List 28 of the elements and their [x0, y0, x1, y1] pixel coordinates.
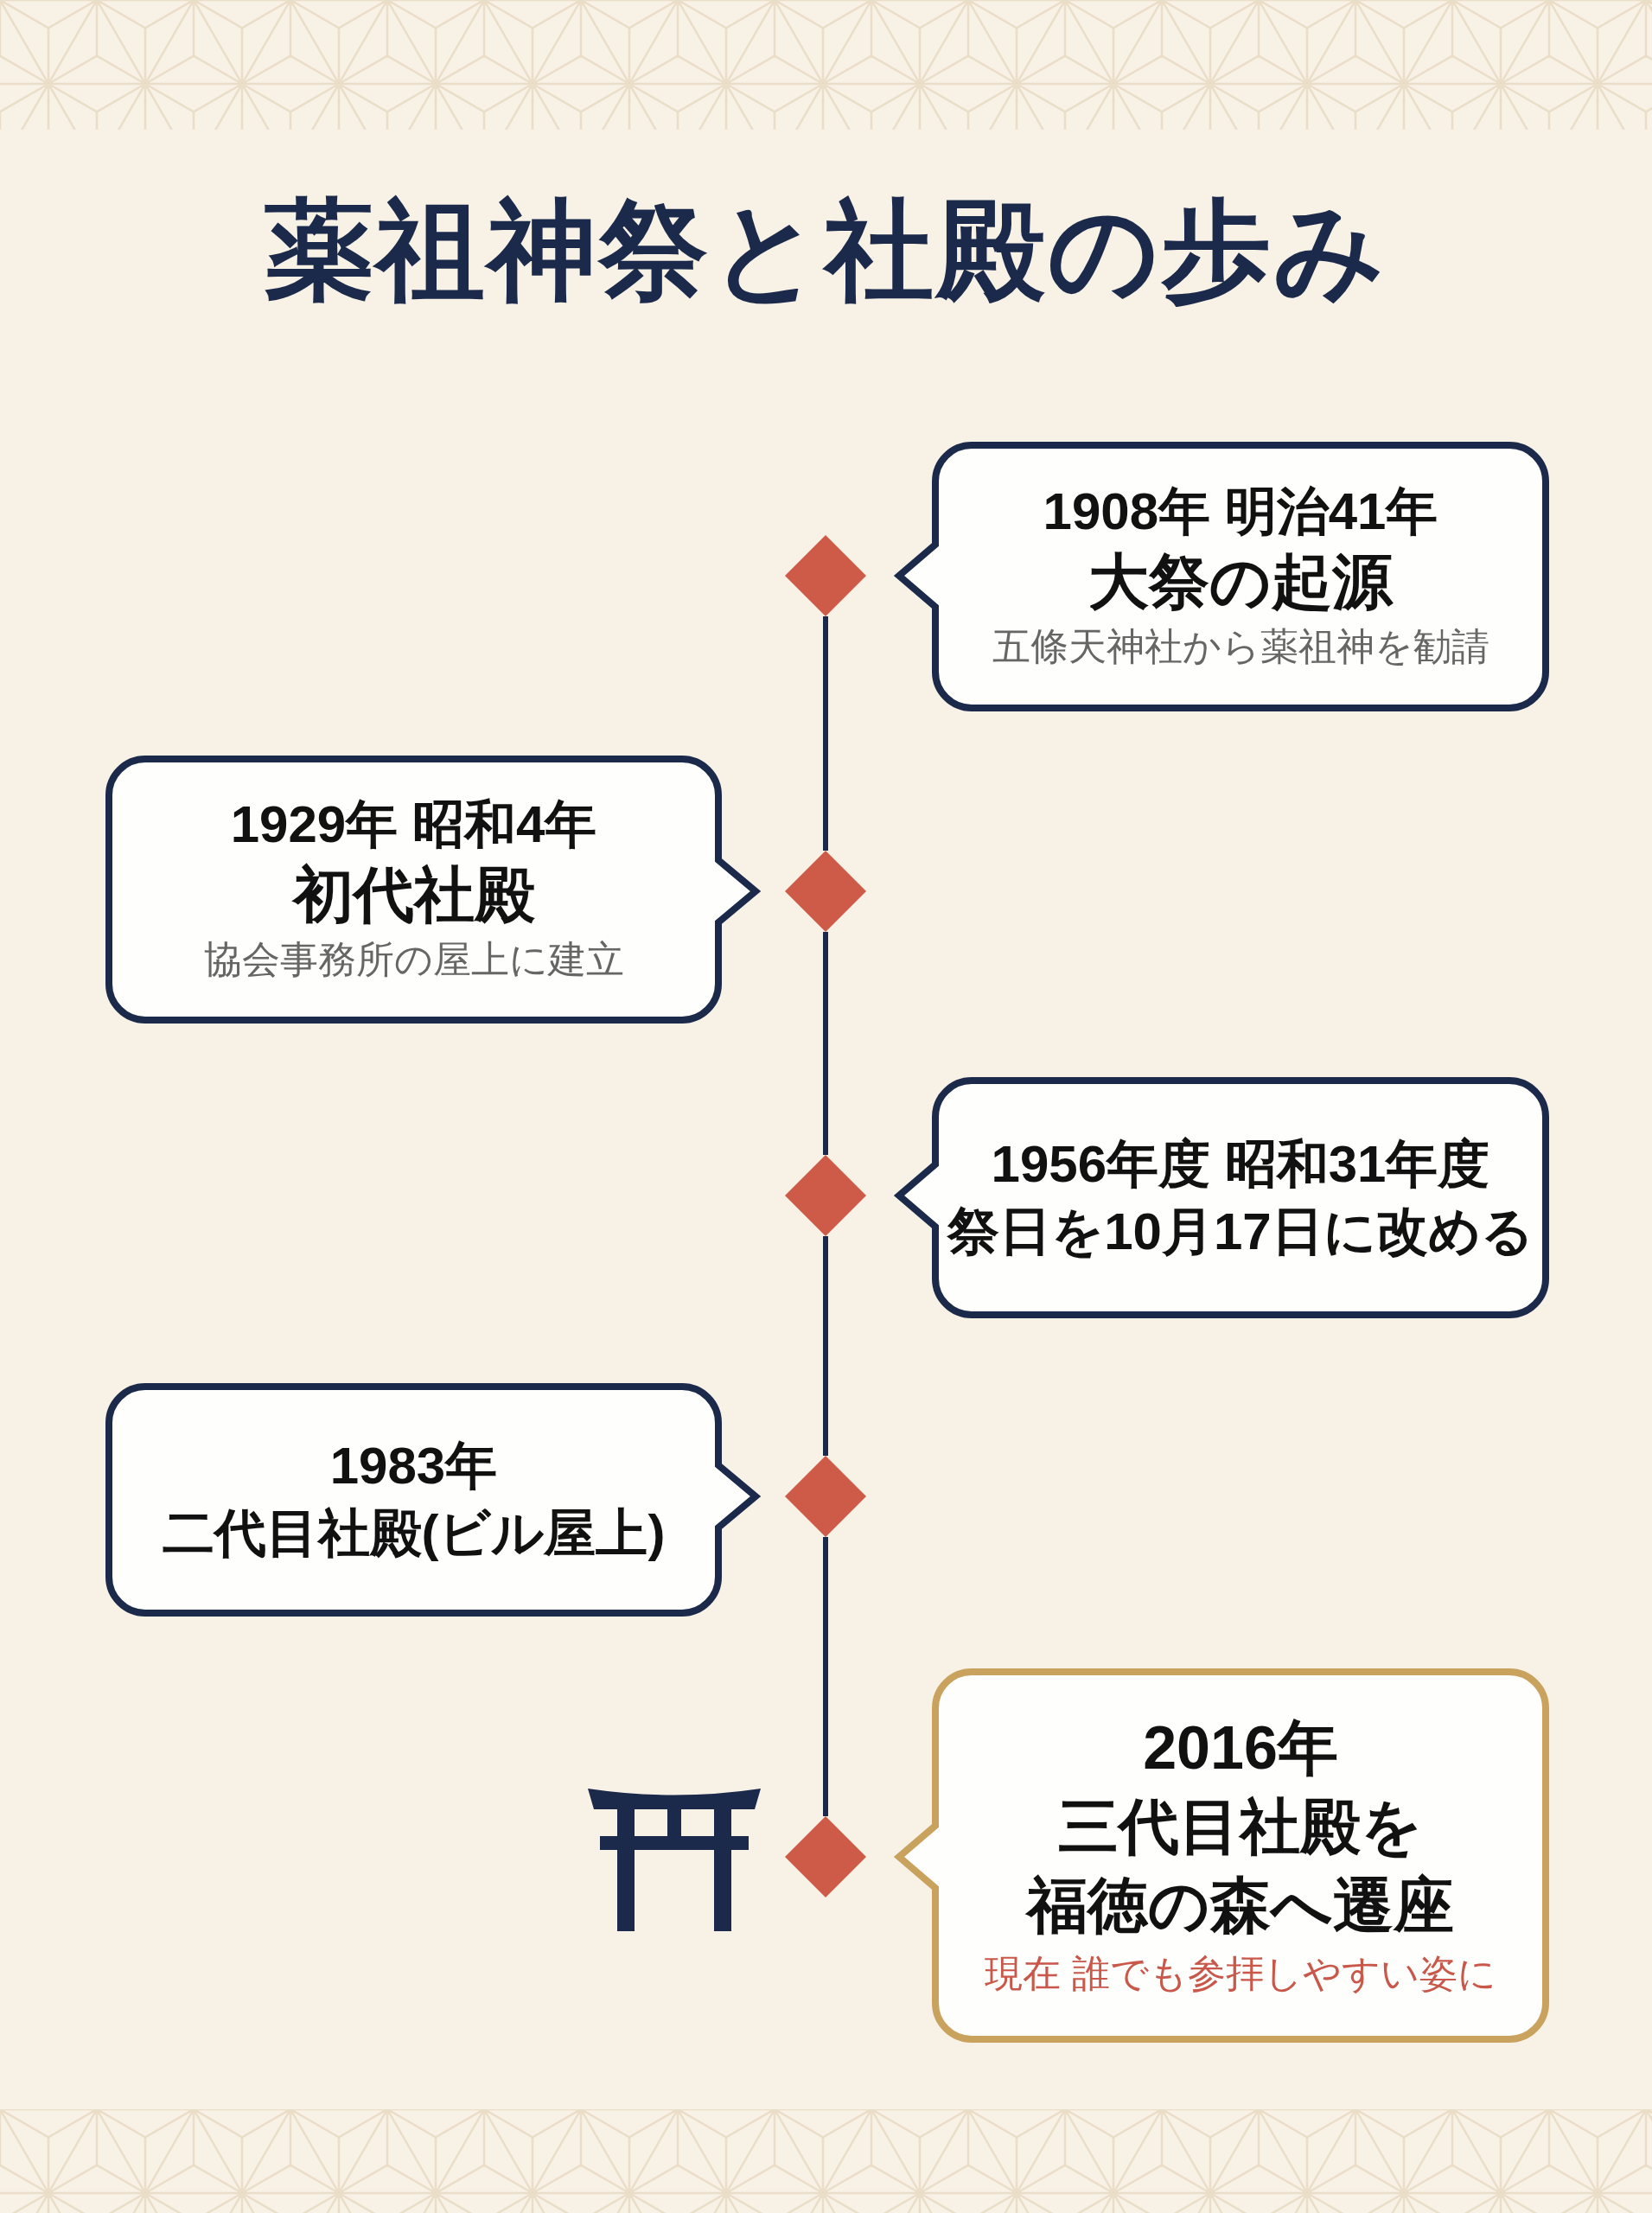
timeline-line	[823, 616, 828, 851]
diamond-marker	[785, 1155, 866, 1236]
event-title: 二代目社殿(ビル屋上)	[162, 1503, 666, 1564]
diamond-marker	[785, 535, 866, 616]
speech-bubble	[105, 1383, 762, 1617]
speech-bubble	[892, 1077, 1549, 1318]
speech-bubble	[892, 442, 1549, 711]
speech-bubble	[105, 756, 762, 1024]
event-title: 初代社殿	[292, 860, 535, 930]
event-note: 協会事務所の屋上に建立	[203, 937, 624, 982]
event-title: 三代目社殿を福徳の森へ遷座	[1024, 1792, 1455, 1941]
speech-bubble	[892, 1668, 1549, 2043]
date-heading: 1983年	[329, 1436, 498, 1496]
diamond-marker	[785, 1816, 866, 1897]
timeline-line	[823, 1236, 828, 1456]
date-heading: 2016年	[1143, 1713, 1338, 1783]
diamond-marker	[785, 851, 866, 932]
date-heading: 1929年 昭和4年	[230, 794, 597, 855]
event-title: 祭日を10月17日に改める	[947, 1201, 1534, 1262]
diamond-marker	[785, 1456, 866, 1537]
event-note: 五條天神社から薬祖神を勧請	[992, 624, 1489, 669]
date-heading: 1956年度 昭和31年度	[991, 1133, 1490, 1195]
event-title: 大祭の起源	[1088, 547, 1393, 617]
timeline-line	[823, 932, 828, 1155]
title: 薬祖神祭と社殿の歩み	[264, 188, 1387, 313]
timeline-line	[823, 1537, 828, 1816]
event-note: 現在 誰でも参拝しやすい姿に	[985, 1951, 1496, 1996]
date-heading: 1908年 明治41年	[1043, 482, 1438, 542]
